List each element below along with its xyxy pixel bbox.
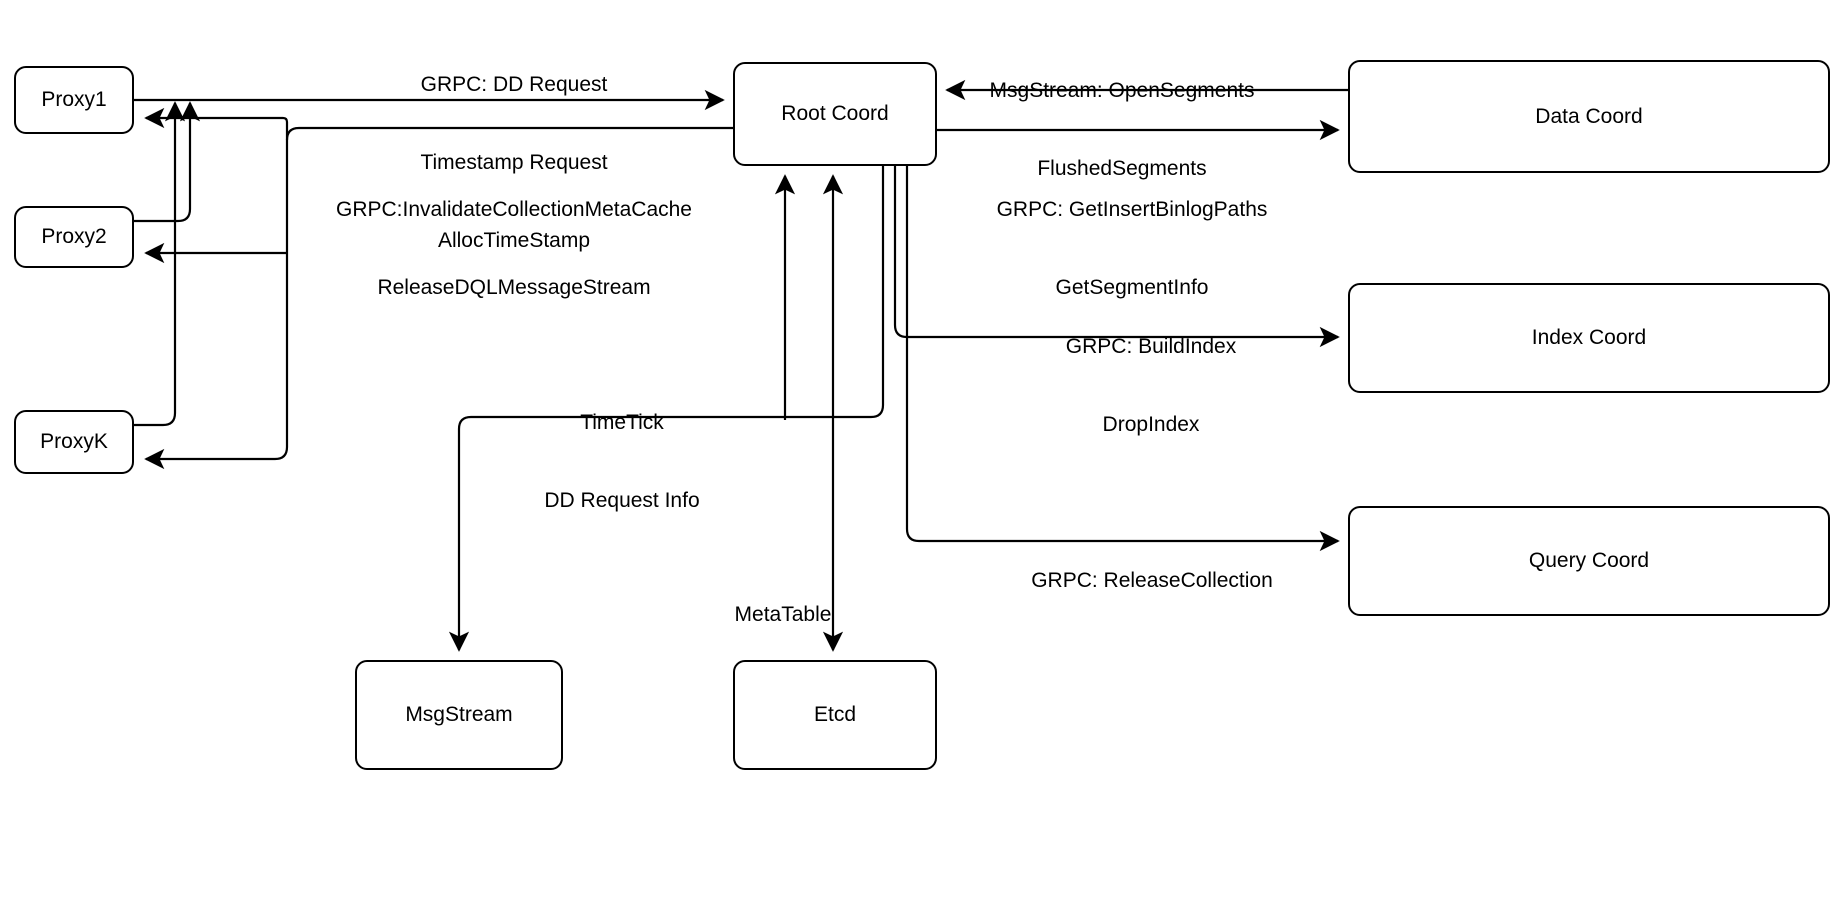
node-query-coord[interactable]: Query Coord [1348, 506, 1830, 616]
edge-label-line: GRPC: GetInsertBinlogPaths [996, 198, 1268, 221]
edge-label-line: TimeTick [580, 411, 664, 434]
node-label-proxy2: Proxy2 [41, 225, 107, 249]
node-label-data-coord: Data Coord [1535, 104, 1643, 128]
node-etcd[interactable]: Etcd [733, 660, 937, 770]
node-proxy1[interactable]: Proxy1 [14, 66, 134, 134]
node-label-msgstream: MsgStream [405, 703, 513, 727]
node-label-root-coord: Root Coord [781, 102, 889, 126]
edge-label-line: MsgStream: OpenSegments [989, 79, 1255, 102]
edge-rootcoord-to-proxy1 [144, 107, 289, 140]
edge-label-line: GRPC: BuildIndex [1065, 335, 1237, 358]
edge-label-line: GRPC: ReleaseCollection [1031, 569, 1273, 592]
edge-label-line: DropIndex [1102, 413, 1200, 436]
node-index-coord[interactable]: Index Coord [1348, 283, 1830, 393]
edge-label-proxy-to-root: GRPC: DD Request Timestamp Request Alloc… [344, 20, 684, 306]
edge-proxyk-to-rootcoord [134, 101, 186, 427]
edge-label-line: AllocTimeStamp [437, 229, 591, 252]
edge-label-line: ReleaseDQLMessageStream [377, 276, 651, 299]
node-proxy2[interactable]: Proxy2 [14, 206, 134, 268]
edge-label-line: GetSegmentInfo [1055, 276, 1209, 299]
edge-label-datacoord-to-root: MsgStream: OpenSegments FlushedSegments [960, 26, 1284, 234]
edge-label-root-to-querycoord: GRPC: ReleaseCollection [1012, 516, 1292, 646]
node-label-proxyk: ProxyK [40, 430, 108, 454]
node-label-proxy1: Proxy1 [41, 88, 107, 112]
edge-label-line: FlushedSegments [1037, 157, 1207, 180]
edge-label-root-to-etcd: MetaTable [728, 550, 838, 680]
edge-label-root-to-proxy: GRPC:InvalidateCollectionMetaCache Relea… [324, 145, 704, 353]
node-label-index-coord: Index Coord [1531, 326, 1647, 350]
edge-label-root-to-msgstream: TimeTick DD Request Info [522, 358, 722, 566]
node-label-query-coord: Query Coord [1528, 549, 1650, 573]
edge-proxy2-to-rootcoord [134, 101, 201, 223]
edge-label-line: Timestamp Request [420, 151, 608, 174]
node-msgstream[interactable]: MsgStream [355, 660, 563, 770]
edge-label-root-to-indexcoord: GRPC: BuildIndex DropIndex [1022, 282, 1280, 490]
node-proxyk[interactable]: ProxyK [14, 410, 134, 474]
edge-label-line: GRPC: DD Request [420, 73, 608, 96]
edge-label-line: GRPC:InvalidateCollectionMetaCache [335, 198, 692, 221]
node-data-coord[interactable]: Data Coord [1348, 60, 1830, 173]
node-label-etcd: Etcd [813, 703, 857, 727]
node-root-coord[interactable]: Root Coord [733, 62, 937, 166]
edge-label-root-to-datacoord: GRPC: GetInsertBinlogPaths GetSegmentInf… [982, 145, 1282, 353]
edge-label-line: DD Request Info [544, 489, 700, 512]
edge-label-line: MetaTable [734, 603, 832, 626]
